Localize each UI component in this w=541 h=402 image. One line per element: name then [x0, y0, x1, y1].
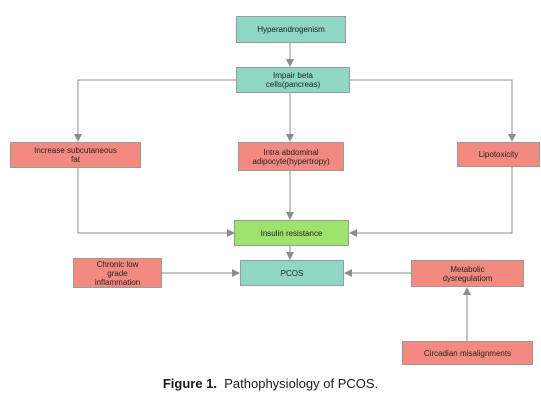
arrow-subcutaneous-to-insulin	[77, 168, 235, 237]
arrow-beta-to-lipotoxicity	[350, 79, 516, 142]
node-increase-subcutaneous-fat: Increase subcutaneous fat	[10, 142, 141, 168]
node-chronic-low-grade-inflammation: Chronic low grade inflammation	[73, 258, 162, 288]
figure-caption-label: Figure 1.	[162, 376, 218, 391]
node-pcos: PCOS	[240, 260, 344, 286]
node-lipotoxicity: Lipotoxicity	[457, 142, 540, 167]
arrow-lipotoxicity-to-insulin	[349, 167, 513, 237]
node-hyperandrogenism: Hyperandrogenism	[236, 16, 346, 43]
node-circadian-misalignments: Circadian misalignments	[402, 341, 533, 365]
arrow-beta-to-subcutaneous	[74, 79, 236, 142]
figure-caption: Figure 1. Pathophysiology of PCOS.	[0, 376, 541, 391]
figure-caption-text: Pathophysiology of PCOS.	[224, 376, 379, 391]
node-metabolic-dysregulation: Metabolic dysregulatiom	[411, 260, 524, 287]
node-intra-abdominal-adipocyte: Intra abdominal adipocyte(hypertropy)	[238, 142, 344, 171]
node-impair-beta-cells: Impair beta cells(pancreas)	[236, 67, 350, 93]
node-insulin-resistance: Insulin resistance	[234, 220, 349, 246]
